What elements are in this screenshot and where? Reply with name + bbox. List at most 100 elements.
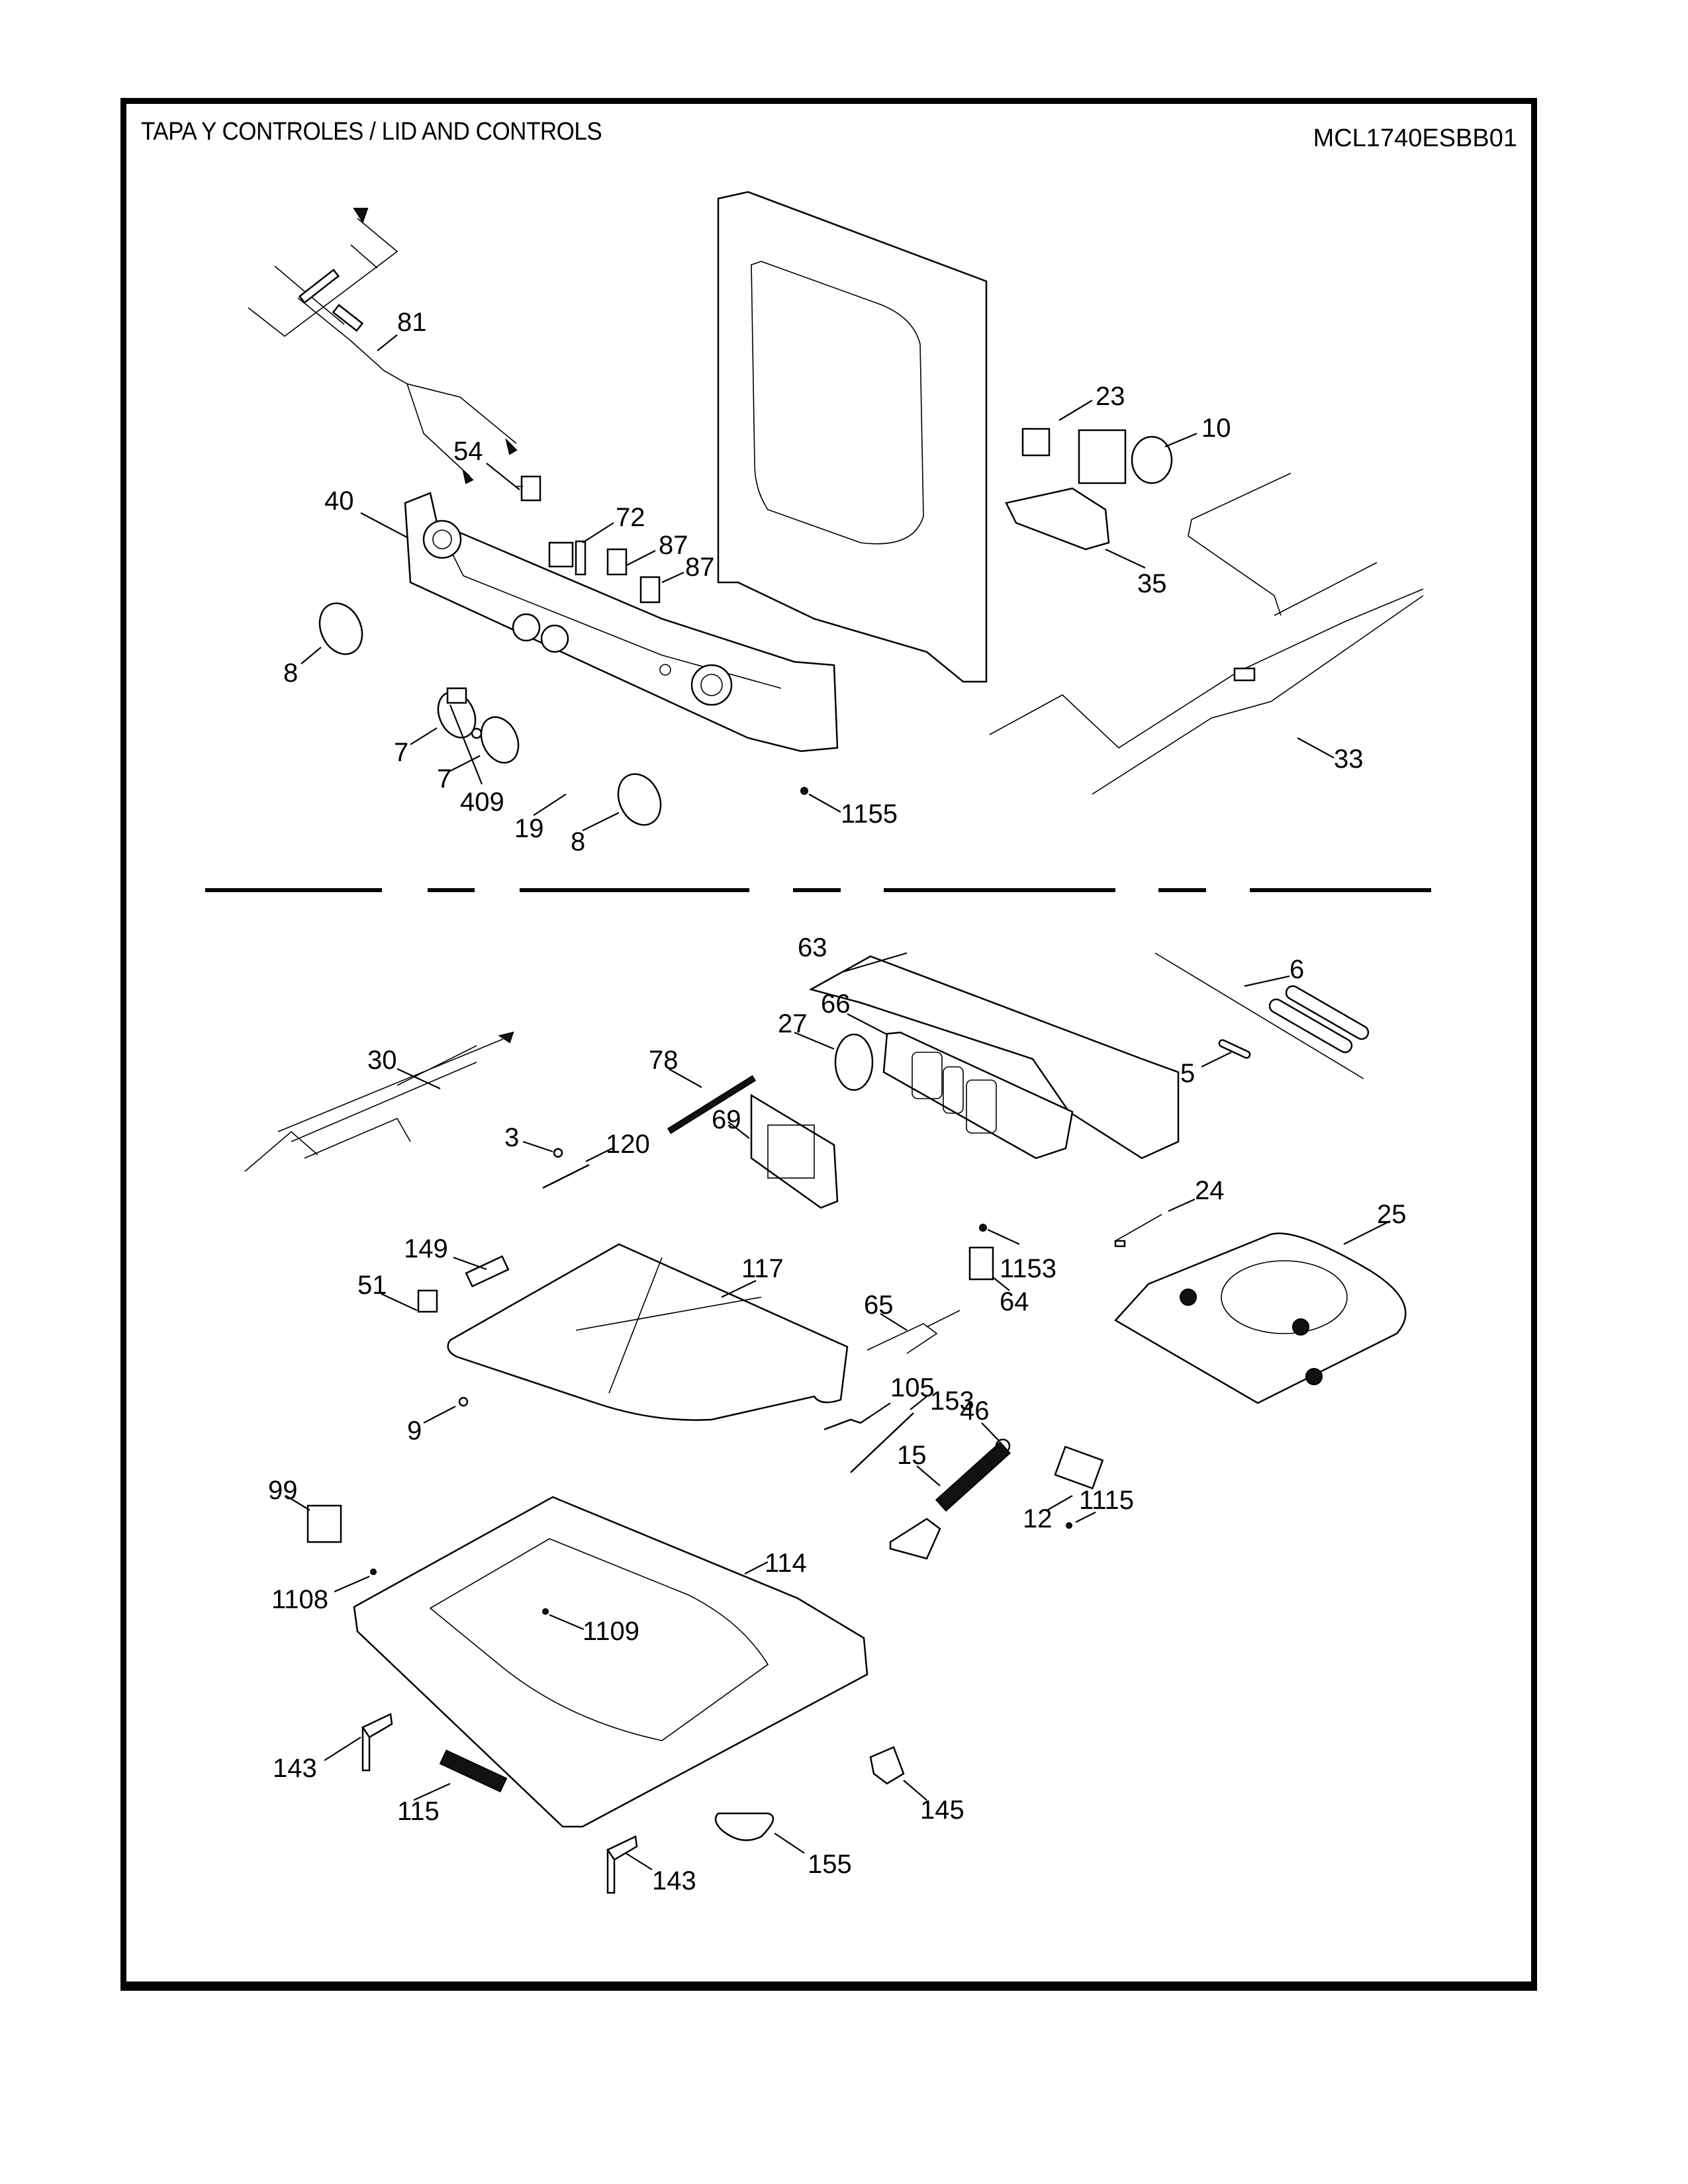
callout-9: 9 — [407, 1416, 422, 1445]
leader-8b — [582, 812, 620, 831]
part-10-timer[interactable] — [1078, 429, 1173, 484]
part-23-lid-switch[interactable] — [1021, 428, 1051, 457]
part-155-cap[interactable] — [714, 1812, 774, 1841]
leader-117 — [721, 1280, 757, 1298]
leader-87a — [625, 550, 656, 567]
callout-35: 35 — [1137, 569, 1167, 598]
part-33-main-harness[interactable] — [989, 473, 1424, 795]
part-66-board-bracket[interactable] — [882, 1031, 1074, 1160]
callout-114: 114 — [765, 1549, 807, 1578]
part-5-tube[interactable] — [1218, 1039, 1251, 1059]
callout-64: 64 — [1000, 1287, 1029, 1316]
leader-115 — [413, 1782, 451, 1801]
part-65-wire-harness[interactable] — [867, 1310, 961, 1354]
part-1153-screw[interactable] — [979, 1224, 987, 1232]
callout-409: 409 — [460, 788, 504, 817]
leader-149 — [453, 1256, 487, 1271]
callout-72: 72 — [616, 503, 645, 532]
part-99-lid-lock[interactable] — [306, 1504, 342, 1543]
part-40-control-console[interactable] — [404, 492, 839, 752]
callout-1115: 1115 — [1079, 1486, 1134, 1515]
part-78-strip[interactable] — [667, 1075, 757, 1134]
part-72-led-board[interactable] — [548, 540, 586, 576]
leader-33 — [1297, 737, 1335, 758]
part-3-plug[interactable] — [553, 1148, 563, 1158]
leader-143b — [625, 1852, 653, 1870]
callout-27: 27 — [778, 1009, 808, 1038]
part-87-rotary-switch-2[interactable] — [639, 576, 661, 604]
part-81-wire-harness[interactable] — [248, 208, 518, 484]
callout-33: 33 — [1334, 745, 1364, 774]
callout-105: 105 — [890, 1373, 935, 1402]
part-9-bumper[interactable] — [458, 1396, 469, 1407]
leader-69 — [727, 1121, 750, 1139]
callout-7a: 7 — [394, 738, 408, 767]
part-115-vent[interactable] — [439, 1749, 508, 1793]
leader-1115 — [1075, 1512, 1096, 1523]
part-63-control-box[interactable] — [808, 955, 1180, 1160]
leader-155 — [774, 1833, 805, 1854]
part-19-button[interactable] — [471, 727, 483, 739]
leader-40 — [360, 512, 408, 538]
leader-64 — [992, 1277, 1010, 1291]
drawing-frame — [120, 98, 1537, 1991]
part-30-wire-harness[interactable] — [244, 1031, 514, 1172]
callout-12: 12 — [1023, 1504, 1053, 1533]
part-117-lid[interactable] — [447, 1243, 849, 1421]
callout-10: 10 — [1201, 414, 1231, 443]
callout-40: 40 — [324, 486, 354, 516]
part-120-hinge-pin[interactable] — [542, 1163, 590, 1189]
callout-153: 153 — [930, 1387, 974, 1416]
callout-24: 24 — [1195, 1176, 1225, 1205]
part-35-timer-bracket[interactable] — [1005, 487, 1110, 551]
part-27-pressure-switch[interactable] — [834, 1033, 874, 1091]
callout-63: 63 — [798, 933, 827, 962]
callout-6: 6 — [1289, 955, 1304, 984]
callout-5: 5 — [1180, 1059, 1195, 1088]
leader-72 — [582, 522, 614, 543]
part-409-nameplate[interactable] — [446, 687, 467, 704]
part-149-latch[interactable] — [465, 1255, 510, 1288]
part-7-knob-2[interactable] — [474, 711, 526, 768]
part-8-knob[interactable] — [312, 596, 370, 661]
part-24-sensor[interactable] — [1114, 1214, 1162, 1248]
callout-143b: 143 — [652, 1866, 696, 1895]
leader-99 — [285, 1495, 310, 1511]
callout-23: 23 — [1096, 382, 1125, 411]
callout-99: 99 — [268, 1476, 298, 1505]
leader-30 — [397, 1068, 441, 1089]
leader-54 — [486, 463, 520, 490]
part-153-spring[interactable] — [850, 1412, 914, 1473]
part-105-pin[interactable] — [823, 1415, 871, 1431]
leader-6 — [1244, 975, 1290, 987]
part-1115-screw[interactable] — [1066, 1522, 1072, 1529]
leader-25 — [1343, 1220, 1391, 1245]
part-64-capacitor[interactable] — [968, 1246, 994, 1281]
callout-69: 69 — [712, 1105, 741, 1134]
leader-63 — [843, 952, 908, 973]
part-114-top-cover[interactable] — [353, 1496, 868, 1828]
part-54-switch[interactable] — [515, 475, 541, 502]
part-1109-screw[interactable] — [542, 1608, 549, 1615]
part-87-rotary-switch[interactable] — [606, 548, 628, 576]
part-12-water-valve[interactable] — [1054, 1445, 1104, 1490]
part-145-bracket[interactable] — [869, 1746, 905, 1785]
part-69-control-board[interactable] — [750, 1093, 839, 1209]
leader-19 — [533, 794, 567, 816]
part-1108-screw[interactable] — [370, 1569, 377, 1575]
leader-7b — [449, 755, 481, 772]
part-8-knob-2[interactable] — [610, 767, 669, 832]
callout-30: 30 — [367, 1046, 397, 1075]
leader-143a — [324, 1737, 361, 1761]
part-6-heater[interactable] — [1154, 952, 1371, 1079]
leader-81 — [377, 334, 398, 351]
part-25-dispenser[interactable] — [1114, 1232, 1407, 1404]
part-51-clip[interactable] — [417, 1289, 438, 1313]
leader-1155 — [808, 794, 841, 813]
part-143-hinge-bracket-2[interactable] — [606, 1835, 638, 1894]
part-1155-screw[interactable] — [800, 787, 808, 795]
part-143-hinge-bracket[interactable] — [361, 1713, 393, 1772]
callout-87a: 87 — [659, 531, 688, 560]
part-15-hose[interactable] — [889, 1441, 1011, 1560]
callout-1109: 1109 — [583, 1617, 639, 1646]
